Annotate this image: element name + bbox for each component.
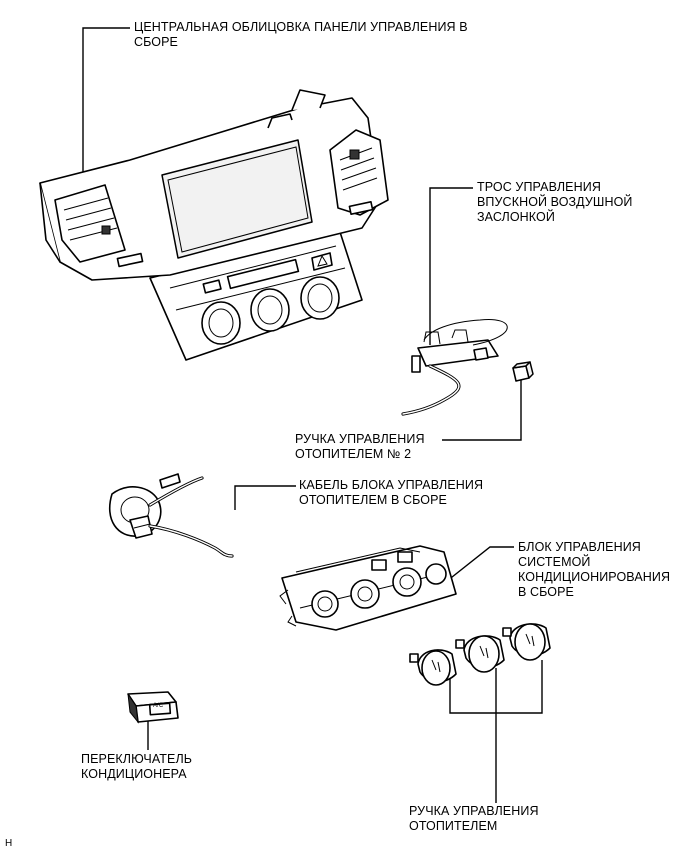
intake-cable-part	[401, 318, 508, 416]
label-control-cable-line2: ОТОПИТЕЛЕМ В СБОРЕ	[299, 493, 447, 507]
label-heater-knob2: РУЧКА УПРАВЛЕНИЯ ОТОПИТЕЛЕМ № 2	[295, 432, 425, 462]
label-center-panel: ЦЕНТРАЛЬНАЯ ОБЛИЦОВКА ПАНЕЛИ УПРАВЛЕНИЯ …	[134, 20, 468, 50]
label-heater-knob2-line1: РУЧКА УПРАВЛЕНИЯ	[295, 432, 425, 446]
label-intake-cable-line2: ВПУСКНОЙ ВОЗДУШНОЙ	[477, 195, 633, 209]
leader-lines	[82, 27, 543, 803]
leader-heater-knobs	[449, 660, 543, 803]
leader-ac-unit	[441, 546, 514, 586]
label-intake-cable: ТРОС УПРАВЛЕНИЯ ВПУСКНОЙ ВОЗДУШНОЙ ЗАСЛО…	[477, 180, 633, 225]
figure-code: H	[5, 838, 13, 849]
label-ac-switch-line2: КОНДИЦИОНЕРА	[81, 767, 187, 781]
label-ac-unit: БЛОК УПРАВЛЕНИЯ СИСТЕМОЙ КОНДИЦИОНИРОВАН…	[518, 540, 670, 600]
heater-knob-2	[455, 635, 505, 673]
leader-center-panel	[82, 27, 130, 185]
ac-switch-text: A/C	[153, 703, 164, 709]
heater-knob-3	[502, 623, 551, 661]
label-center-panel-line2: СБОРЕ	[134, 35, 178, 49]
label-heater-knob2-line2: ОТОПИТЕЛЕМ № 2	[295, 447, 412, 461]
label-control-cable: КАБЕЛЬ БЛОКА УПРАВЛЕНИЯ ОТОПИТЕЛЕМ В СБО…	[299, 478, 483, 508]
label-ac-unit-line4: В СБОРЕ	[518, 585, 574, 599]
label-control-cable-line1: КАБЕЛЬ БЛОКА УПРАВЛЕНИЯ	[299, 478, 484, 492]
label-intake-cable-line1: ТРОС УПРАВЛЕНИЯ	[477, 180, 601, 194]
heater-knob-1	[409, 649, 457, 686]
leader-heater-knob2	[442, 378, 522, 441]
label-ac-switch: ПЕРЕКЛЮЧАТЕЛЬ КОНДИЦИОНЕРА	[81, 752, 192, 782]
label-heater-knob-line1: РУЧКА УПРАВЛЕНИЯ	[409, 804, 539, 818]
center-panel-part	[39, 89, 389, 361]
ac-switch-part	[127, 691, 179, 724]
label-heater-knob: РУЧКА УПРАВЛЕНИЯ ОТОПИТЕЛЕМ	[409, 804, 539, 834]
label-ac-unit-line1: БЛОК УПРАВЛЕНИЯ	[518, 540, 641, 554]
label-intake-cable-line3: ЗАСЛОНКОЙ	[477, 210, 555, 224]
ac-control-unit-part	[279, 545, 457, 631]
label-center-panel-line1: ЦЕНТРАЛЬНАЯ ОБЛИЦОВКА ПАНЕЛИ УПРАВЛЕНИЯ …	[134, 20, 468, 34]
heater-knob2-part	[512, 361, 534, 382]
leader-intake-cable	[429, 187, 473, 345]
heater-knobs-part	[409, 623, 551, 686]
leader-control-cable	[234, 485, 296, 510]
label-ac-unit-line3: КОНДИЦИОНИРОВАНИЯ	[518, 570, 671, 584]
label-ac-unit-line2: СИСТЕМОЙ	[518, 555, 591, 569]
control-cable-part	[108, 473, 234, 558]
label-heater-knob-line2: ОТОПИТЕЛЕМ	[409, 819, 498, 833]
label-ac-switch-line1: ПЕРЕКЛЮЧАТЕЛЬ	[81, 752, 193, 766]
